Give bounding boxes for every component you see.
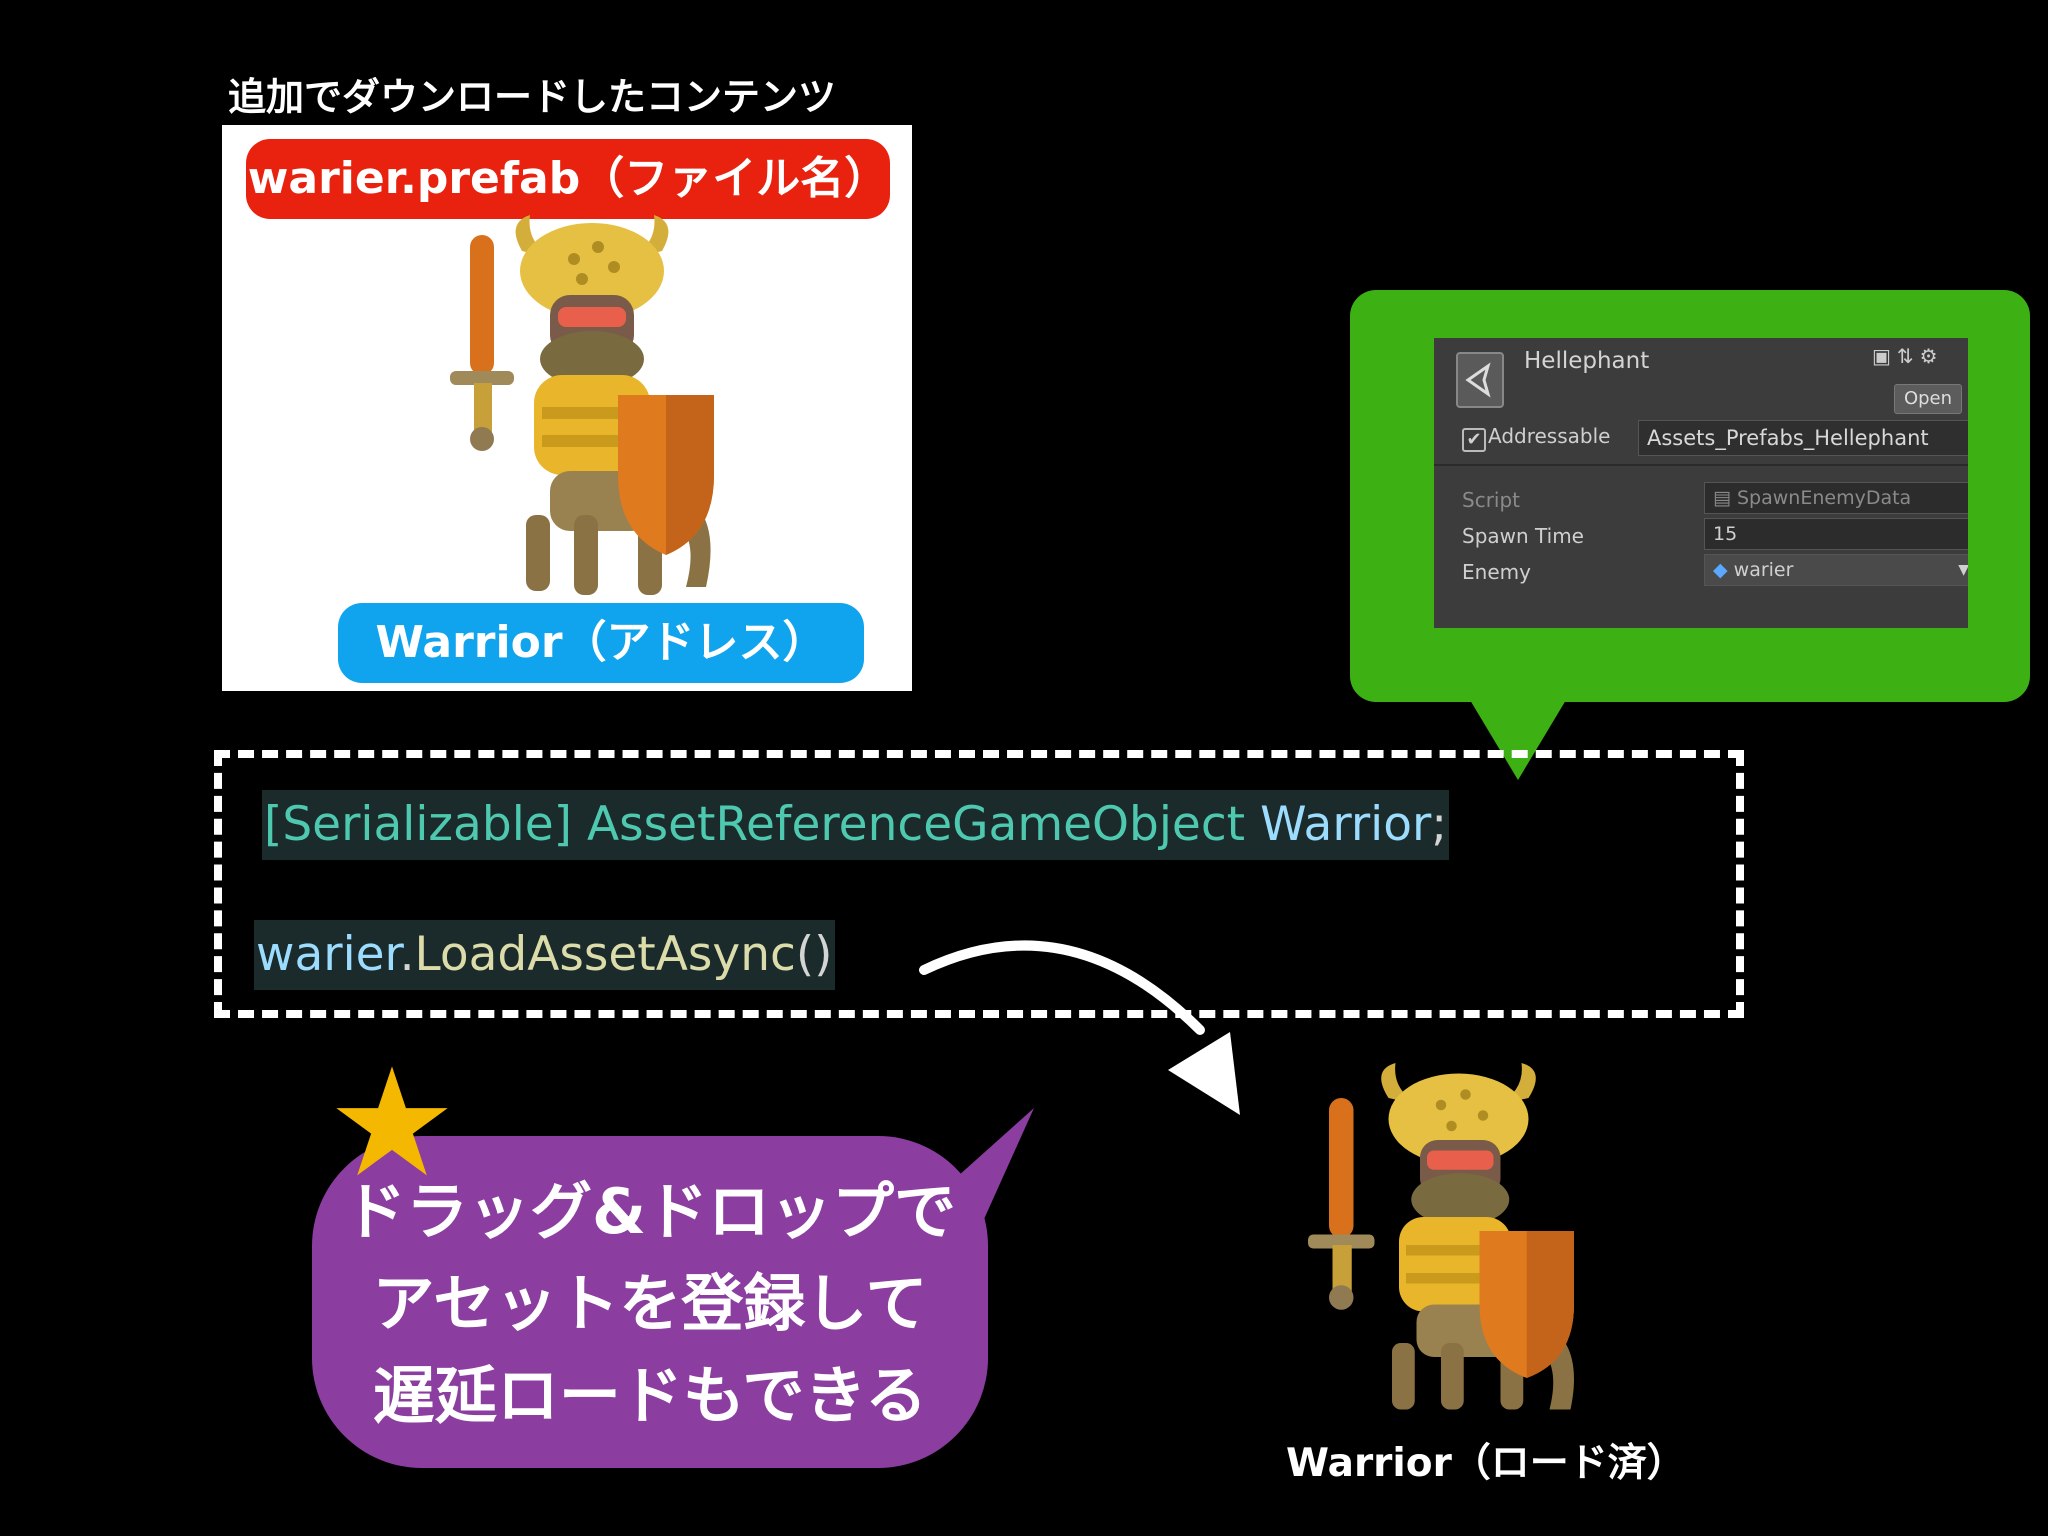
inspector-toolbar-icons[interactable]: ▣⇅⚙ [1872,344,1944,368]
code-line-declaration: [Serializable] AssetReferenceGameObject … [262,790,1450,860]
addressable-checkbox[interactable]: ✔ [1462,428,1486,452]
callout-line-1: ドラッグ&ドロップで [343,1175,957,1248]
help-icon[interactable]: ▣ [1872,344,1897,368]
code-line-load-call: warier.LoadAssetAsync() [254,920,835,990]
code-parens: () [795,927,833,982]
code-method: LoadAssetAsync [414,927,796,982]
prefab-cube-icon: ◆ [1713,559,1734,581]
unity-inspector-panel: Hellephant ▣⇅⚙ Open ✔ Addressable Assets… [1434,338,1968,628]
gear-icon[interactable]: ⚙ [1919,344,1944,368]
content-card: warier.prefab（ファイル名） Warrior（アドレス） [222,125,912,691]
inspector-divider [1434,464,1968,466]
callout-line-2: アセットを登録して [372,1267,928,1340]
callout-line-3: 遅延ロードもできる [372,1359,928,1432]
code-type: AssetReferenceGameObject [586,797,1246,852]
code-dot: . [399,927,415,982]
loaded-warrior-icon [1308,1063,1574,1410]
field-value-spawn-time[interactable]: 15 [1704,518,1968,550]
code-semicolon: ; [1431,797,1448,852]
script-file-icon: ▤ [1713,487,1737,509]
field-value-script: ▤ SpawnEnemyData [1704,482,1968,514]
open-button[interactable]: Open [1894,384,1962,414]
code-object: warier [256,927,400,982]
code-variable: Warrior [1260,797,1432,852]
curved-arrow-icon [919,940,1240,1115]
field-label-spawn-time: Spawn Time [1462,524,1584,548]
field-label-enemy: Enemy [1462,560,1531,584]
filename-label: warier.prefab（ファイル名） [246,139,890,219]
addressable-label: Addressable [1488,424,1611,448]
field-label-script: Script [1462,488,1521,512]
star-icon [336,1066,448,1176]
drag-drop-callout [312,1136,988,1468]
unity-logo-icon [1456,352,1504,408]
inspector-callout-tail [1470,700,1566,780]
field-value-enemy-dropdown[interactable]: ◆ warier ▼ [1704,554,1968,586]
addressable-address-field[interactable]: Assets_Prefabs_Hellephant [1638,420,1968,456]
address-label: Warrior（アドレス） [338,603,864,683]
loaded-warrior-label: Warrior（ロード済） [1286,1441,1686,1486]
inspector-object-name: Hellephant [1524,348,1650,374]
warrior-character-icon [450,215,714,595]
code-block [214,750,1744,1018]
drag-drop-callout-text: ドラッグ&ドロップで アセットを登録して 遅延ロードもできる [312,1166,988,1442]
dropdown-arrow-icon: ▼ [1958,562,1968,578]
code-attribute: [Serializable] [264,797,573,852]
content-title: 追加でダウンロードしたコンテンツ [228,75,837,119]
sliders-icon[interactable]: ⇅ [1896,344,1920,368]
